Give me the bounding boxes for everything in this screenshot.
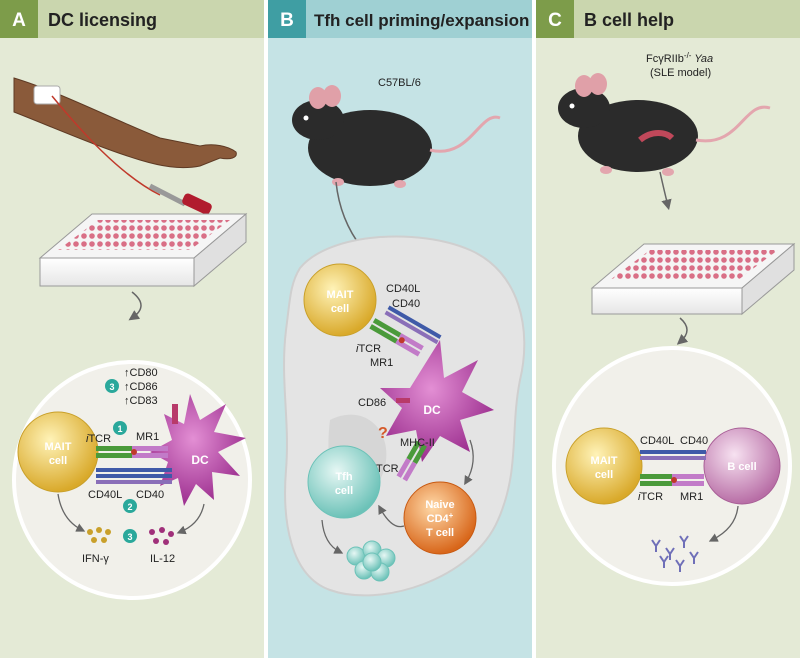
panel-b-mait-cell bbox=[303, 263, 377, 337]
panel-b-dc-label: DC bbox=[423, 403, 441, 417]
panel-a-step-label: 2 bbox=[127, 502, 132, 512]
panel-a-mait-label-1: MAIT bbox=[45, 441, 72, 453]
panel-c-mait-label-2: cell bbox=[595, 469, 613, 481]
panel-a-cd80-label: ↑CD80 bbox=[124, 367, 158, 379]
panel-a-header bbox=[0, 0, 264, 38]
panel-c-title: B cell help bbox=[584, 10, 674, 30]
panel-b-itcr-label: iTCR bbox=[356, 343, 381, 355]
panel-a-step-label: 1 bbox=[117, 424, 122, 434]
panel-b-naive-label-3: T cell bbox=[426, 527, 454, 539]
panel-c-mr1-label: MR1 bbox=[680, 491, 703, 503]
culture-plate-icon bbox=[590, 242, 796, 316]
panel-b-naive-label-2: CD4+ bbox=[427, 511, 454, 525]
panel-c-mait-label-1: MAIT bbox=[591, 455, 618, 467]
panel-b-expanded-tfh-cluster bbox=[346, 540, 396, 582]
panel-b-receptors bbox=[369, 305, 442, 357]
panel-a-il12-label: IL-12 bbox=[150, 553, 175, 565]
panel-a-mr1-label: MR1 bbox=[136, 431, 159, 443]
panel-a-title: DC licensing bbox=[48, 10, 157, 30]
panel-a-step-badge bbox=[113, 421, 127, 435]
panel-b-question-mark: ? bbox=[378, 425, 388, 442]
panel-a-mait-cell bbox=[17, 411, 99, 493]
panel-c-arrow-mouse-plate bbox=[659, 171, 672, 211]
panel-a-letter-box bbox=[0, 0, 38, 38]
panel-b-mhc-tcr-pair bbox=[396, 440, 427, 482]
panel-a-cd40l-cd40-pair bbox=[96, 468, 172, 484]
culture-plate-icon bbox=[38, 212, 248, 288]
panel-a: A DC licensing DC MAIT cell bbox=[0, 0, 264, 658]
panel-b-tfh-label-2: cell bbox=[335, 485, 353, 497]
panel-c-arrow-plate-circle bbox=[676, 317, 689, 345]
panel-a-cd86-label: ↑CD86 bbox=[124, 381, 158, 393]
arm-blood-draw-icon bbox=[13, 77, 237, 215]
antibody-icon bbox=[651, 535, 699, 572]
panel-b-mouse-label: C57BL/6 bbox=[378, 77, 421, 89]
panel-b-arrow-naive-tfh bbox=[378, 504, 405, 528]
panel-b-header bbox=[268, 0, 532, 38]
panel-c-mouse-label-1: FcγRIIb-/- Yaa bbox=[646, 51, 713, 65]
panel-a-itcr-label: iTCR bbox=[86, 433, 111, 445]
panel-b-arrow-dc-naive bbox=[464, 439, 474, 486]
panel-a-arrow-il12 bbox=[176, 503, 205, 535]
panel-b-cd86-marker bbox=[396, 398, 410, 403]
mouse-icon bbox=[292, 85, 501, 188]
mouse-icon bbox=[558, 73, 771, 176]
panel-c-arrow-antibodies bbox=[708, 505, 739, 542]
panel-c-mouse-label-2: (SLE model) bbox=[650, 67, 711, 79]
cytokine-dots-icon bbox=[87, 527, 174, 545]
panel-a-step-label: 3 bbox=[127, 532, 132, 542]
panel-b-dc bbox=[380, 340, 494, 462]
panel-a-step-badge bbox=[123, 529, 137, 543]
panel-a-cd83-label: ↑CD83 bbox=[124, 395, 158, 407]
panel-b-letter: B bbox=[280, 10, 294, 31]
panel-b-cd40-label: CD40 bbox=[392, 298, 420, 310]
panel-a-dc-label: DC bbox=[191, 453, 209, 467]
panel-b-mhc2-label: MHC-II bbox=[400, 437, 435, 449]
panel-c-cd40-label: CD40 bbox=[680, 435, 708, 447]
panel-b-tfh-cell bbox=[307, 445, 381, 519]
panel-a-costim-marker bbox=[172, 404, 178, 424]
panel-c-itcr-label: iTCR bbox=[638, 491, 663, 503]
panel-b-title: Tfh cell priming/expansion bbox=[314, 11, 529, 30]
panel-a-cd40-label: CD40 bbox=[136, 489, 164, 501]
panel-c-letter-box bbox=[536, 0, 574, 38]
panel-c-header bbox=[536, 0, 800, 38]
panel-a-mait-label-2: cell bbox=[49, 455, 67, 467]
panel-c-mait-cell bbox=[565, 427, 643, 505]
panel-c: C B cell help FcγRIIb-/- Yaa (SLE model)… bbox=[536, 0, 800, 658]
panel-b-naive-label-1: Naive bbox=[425, 499, 454, 511]
panel-b-tfh-label-1: Tfh bbox=[335, 471, 352, 483]
panel-a-letter: A bbox=[12, 10, 26, 31]
panel-c-tcr-mr1-pair bbox=[640, 474, 704, 486]
panel-c-letter: C bbox=[548, 10, 562, 31]
panel-b-cd40l-label: CD40L bbox=[386, 283, 420, 295]
panel-c-bcell-label: B cell bbox=[727, 461, 756, 473]
panel-c-cd40l-cd40-pair bbox=[640, 450, 706, 460]
panel-b-mait-label-2: cell bbox=[331, 303, 349, 315]
panel-a-step-badge bbox=[105, 379, 119, 393]
panel-b-mr1-label: MR1 bbox=[370, 357, 393, 369]
panel-a-tcr-mr1-pair bbox=[96, 446, 168, 458]
panel-b-mait-label-1: MAIT bbox=[327, 289, 354, 301]
panel-a-cd40l-label: CD40L bbox=[88, 489, 122, 501]
panel-b-naive-cd4-cell bbox=[403, 481, 477, 555]
panel-a-ifng-label: IFN-γ bbox=[82, 553, 109, 565]
panel-b-cd86-label: CD86 bbox=[358, 397, 386, 409]
panel-b-arrow-tfh-expansion bbox=[321, 519, 344, 554]
panel-b-tcr-label: TCR bbox=[376, 463, 399, 475]
panel-b: B Tfh cell priming/expansion C57BL/6 MAI… bbox=[268, 0, 532, 658]
panel-b-letter-box bbox=[268, 0, 306, 38]
panel-c-cd40l-label: CD40L bbox=[640, 435, 674, 447]
panel-c-b-cell bbox=[703, 427, 781, 505]
panel-a-arrow-ifn bbox=[57, 493, 86, 532]
panel-a-step-label: 3 bbox=[109, 382, 114, 392]
panel-a-step-badge bbox=[123, 499, 137, 513]
panel-a-arrow-down bbox=[128, 291, 142, 321]
